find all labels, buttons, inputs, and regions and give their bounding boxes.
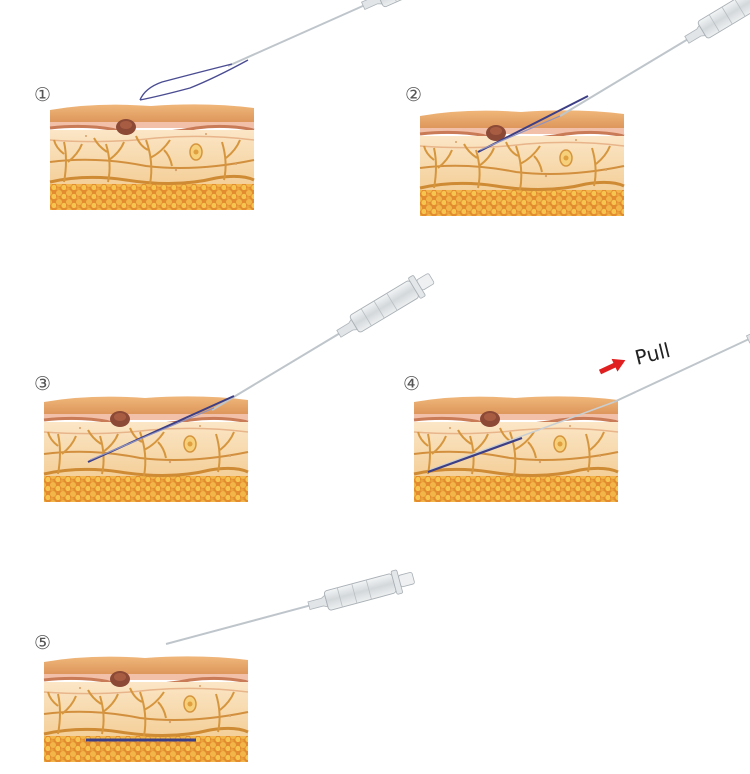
pull-label: Pull	[632, 338, 672, 370]
needle-inside-skin	[479, 115, 561, 151]
step-4: ④ Pull	[403, 281, 750, 504]
syringe-icon	[607, 281, 750, 414]
step-2-number: ②	[405, 84, 422, 106]
step-5: ⑤	[34, 565, 418, 764]
skin-cross-section	[42, 654, 250, 764]
needle-inside-skin	[89, 407, 215, 461]
step-2: ②	[405, 0, 750, 218]
step-3: ③	[34, 266, 439, 504]
skin-cross-section	[48, 102, 256, 212]
skin-cross-section	[418, 108, 626, 218]
thread	[139, 59, 249, 101]
needle-path	[429, 401, 615, 471]
step-3-number: ③	[34, 373, 51, 395]
syringe-icon	[222, 0, 468, 78]
syringe-icon	[161, 565, 418, 657]
thread	[427, 436, 523, 474]
syringe-icon	[552, 0, 750, 128]
step-4-number: ④	[403, 373, 420, 395]
syringe-icon	[204, 266, 439, 422]
step-1-number: ①	[34, 84, 51, 106]
skin-cross-section	[42, 394, 250, 504]
step-1: ①	[34, 0, 468, 212]
step-5-number: ⑤	[34, 632, 51, 654]
red-arrow-icon	[598, 358, 626, 375]
